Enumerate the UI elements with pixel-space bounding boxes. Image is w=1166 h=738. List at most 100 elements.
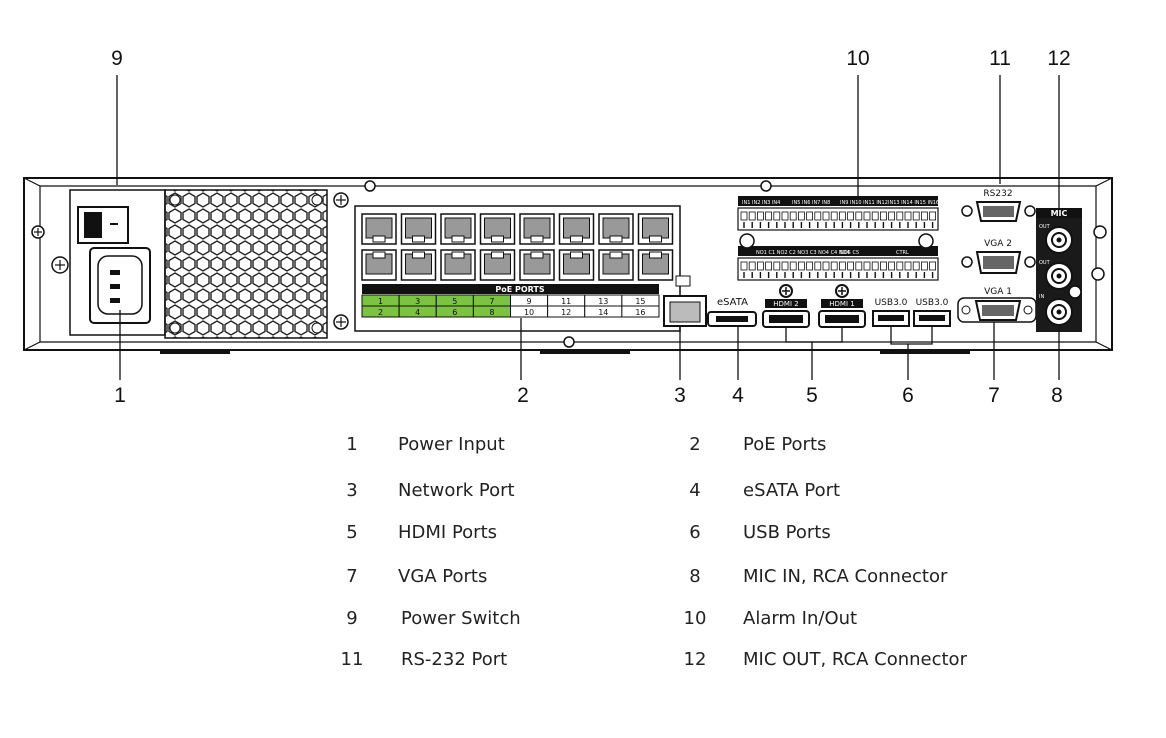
- alarm-terminal[interactable]: [806, 211, 813, 221]
- alarm-terminal[interactable]: [798, 261, 805, 271]
- alarm-terminal[interactable]: [789, 211, 797, 221]
- callout-2: 2: [517, 384, 529, 407]
- alarm-terminal[interactable]: [839, 211, 846, 221]
- alarm-terminal[interactable]: [871, 261, 879, 271]
- alarm-terminal[interactable]: [814, 261, 822, 271]
- callout-12: 12: [1047, 47, 1071, 70]
- hdmi-port-1[interactable]: HDMI 1: [818, 284, 866, 328]
- usb-port-a[interactable]: [872, 310, 910, 327]
- alarm-terminal[interactable]: [765, 261, 772, 271]
- alarm-terminal[interactable]: [748, 211, 756, 221]
- vga2-port[interactable]: [961, 251, 1036, 274]
- alarm-terminal[interactable]: [822, 261, 830, 271]
- mic-in-connector[interactable]: [1045, 298, 1073, 326]
- poe-jack[interactable]: [637, 249, 674, 281]
- rs232-port[interactable]: [961, 201, 1036, 222]
- poe-jack[interactable]: [519, 213, 555, 245]
- network-port[interactable]: [663, 275, 707, 327]
- alarm-terminal[interactable]: [757, 211, 764, 221]
- poe-jack[interactable]: [558, 249, 595, 281]
- alarm-terminal[interactable]: [765, 211, 772, 221]
- alarm-terminal[interactable]: [740, 211, 748, 221]
- poe-cell-label: 14: [598, 308, 608, 317]
- legend-label: Power Switch: [401, 608, 521, 629]
- legend-label: MIC OUT, RCA Connector: [743, 649, 967, 670]
- poe-jack[interactable]: [558, 213, 595, 245]
- alarm-terminal[interactable]: [781, 211, 789, 221]
- legend-num: 9: [346, 608, 358, 629]
- alarm-terminal[interactable]: [773, 211, 781, 221]
- alarm-terminal[interactable]: [863, 211, 871, 221]
- callout-9: 9: [111, 47, 123, 70]
- mic-out-label-b: OUT: [1039, 260, 1051, 266]
- alarm-terminal[interactable]: [929, 211, 936, 221]
- mic-out-connector-1[interactable]: [1045, 226, 1073, 254]
- poe-jack[interactable]: [440, 213, 476, 245]
- poe-cell-label: 16: [635, 308, 645, 317]
- poe-cell-label: 2: [378, 308, 383, 317]
- alarm-terminal[interactable]: [847, 261, 854, 271]
- vga1-port[interactable]: [957, 297, 1037, 323]
- alarm-terminal[interactable]: [773, 261, 781, 271]
- alarm-terminal[interactable]: [847, 211, 854, 221]
- poe-jack[interactable]: [361, 249, 397, 281]
- alarm-terminal[interactable]: [855, 261, 863, 271]
- mic-out-connector-2[interactable]: [1045, 262, 1073, 290]
- poe-jack[interactable]: [479, 213, 516, 245]
- poe-cell-label: 15: [635, 297, 645, 306]
- alarm-terminal[interactable]: [740, 261, 748, 271]
- alarm-terminal[interactable]: [781, 261, 789, 271]
- alarm-terminal[interactable]: [896, 211, 904, 221]
- poe-jack[interactable]: [519, 249, 555, 281]
- alarm-terminal[interactable]: [929, 261, 936, 271]
- alarm-terminal[interactable]: [880, 261, 887, 271]
- poe-jack[interactable]: [440, 249, 476, 281]
- poe-cell-label: 1: [378, 297, 383, 306]
- alarm-terminal[interactable]: [830, 211, 838, 221]
- alarm-terminal[interactable]: [822, 211, 830, 221]
- poe-jack[interactable]: [400, 213, 437, 245]
- alarm-terminal[interactable]: [855, 211, 863, 221]
- alarm-terminal[interactable]: [748, 261, 756, 271]
- alarm-terminal[interactable]: [904, 261, 912, 271]
- usb-port-b[interactable]: [913, 310, 951, 327]
- alarm-terminal[interactable]: [912, 261, 920, 271]
- alarm-terminal[interactable]: [806, 261, 813, 271]
- alarm-terminal[interactable]: [921, 211, 928, 221]
- hdmi-port-2[interactable]: HDMI 2: [762, 284, 810, 328]
- alarm-terminal[interactable]: [896, 261, 904, 271]
- poe-jack[interactable]: [361, 213, 397, 245]
- callout-7: 7: [988, 384, 1000, 407]
- alarm-terminal[interactable]: [880, 211, 887, 221]
- legend-label: eSATA Port: [743, 480, 841, 501]
- rs232-label: RS232: [983, 189, 1012, 199]
- poe-jack[interactable]: [637, 213, 674, 245]
- poe-jack[interactable]: [400, 249, 437, 281]
- poe-jack[interactable]: [479, 249, 516, 281]
- alarm-terminal[interactable]: [789, 261, 797, 271]
- alarm-terminal[interactable]: [904, 211, 912, 221]
- alarm-terminal[interactable]: [830, 261, 838, 271]
- alarm-terminal[interactable]: [814, 211, 822, 221]
- alarm-terminal[interactable]: [888, 211, 895, 221]
- alarm-terminal[interactable]: [863, 261, 871, 271]
- alarm-terminal[interactable]: [921, 261, 928, 271]
- esata-label: eSATA: [717, 297, 748, 308]
- alarm-terminal[interactable]: [912, 211, 920, 221]
- alarm-terminal[interactable]: [757, 261, 764, 271]
- alarm-terminal[interactable]: [888, 261, 895, 271]
- poe-cell: [621, 305, 660, 318]
- poe-jack[interactable]: [598, 213, 634, 245]
- legend-num: 11: [340, 649, 364, 670]
- poe-jack[interactable]: [598, 249, 634, 281]
- legend-label: Alarm In/Out: [743, 608, 858, 629]
- poe-title-bar: [362, 284, 659, 294]
- legend-num: 4: [689, 480, 701, 501]
- esata-port[interactable]: [707, 311, 757, 327]
- alarm-terminal[interactable]: [871, 211, 879, 221]
- poe-cell-label: 3: [415, 297, 420, 306]
- usb-label-a: USB3.0: [875, 298, 908, 308]
- alarm-terminal[interactable]: [798, 211, 805, 221]
- alarm-terminal[interactable]: [839, 261, 846, 271]
